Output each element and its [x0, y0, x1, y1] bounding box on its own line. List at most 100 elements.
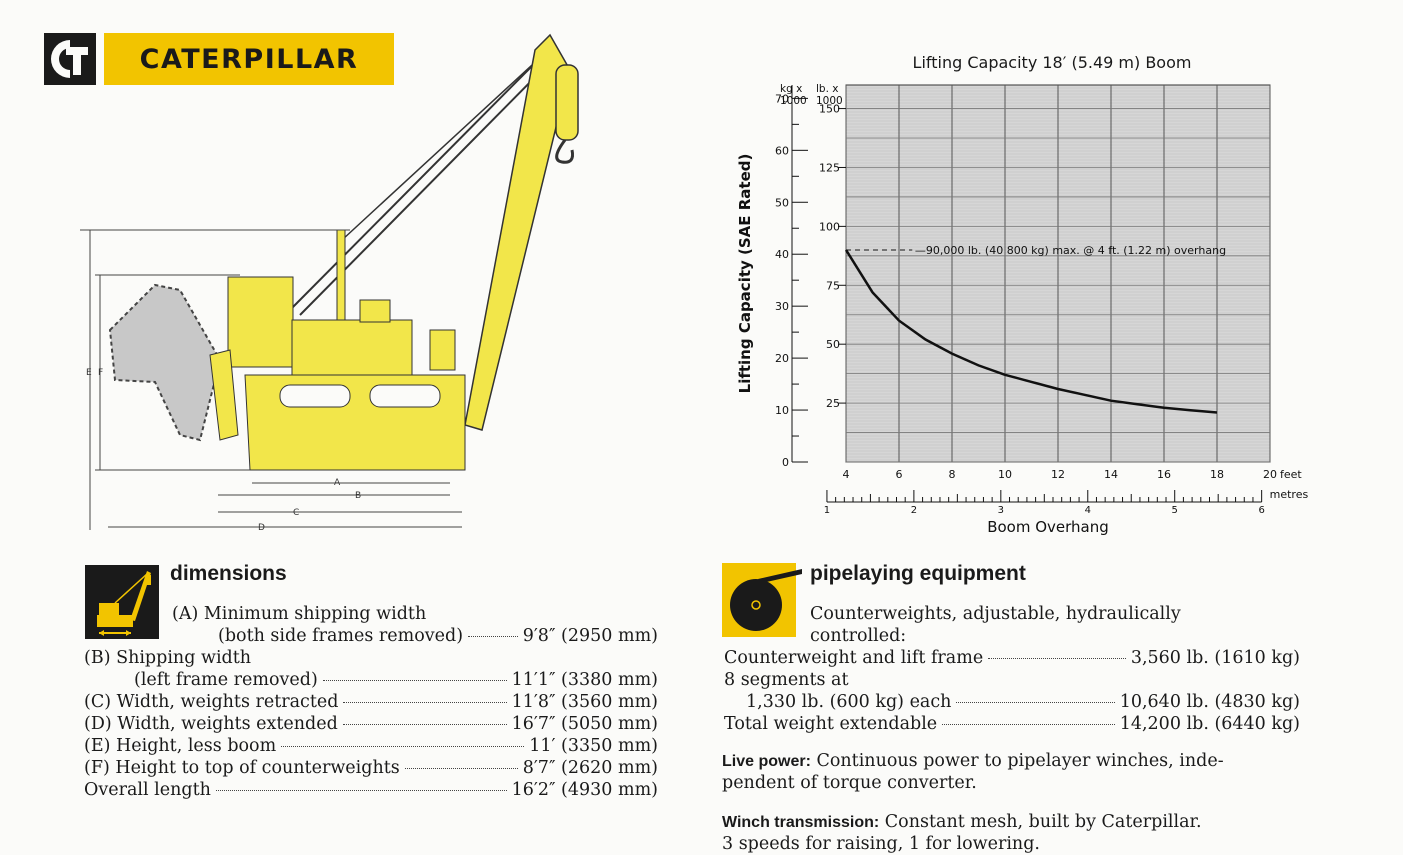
dimensions-title: dimensions: [170, 562, 287, 585]
total-weight-value: 14,200 lb. (6440 kg): [1119, 714, 1300, 734]
seat: [359, 299, 391, 323]
dim-b-row: (left frame removed)11′1″ (3380 mm): [134, 669, 658, 691]
boom: [464, 33, 571, 431]
overall-length-value: 16′2″ (4930 mm): [511, 780, 658, 800]
track-window-right: [369, 384, 441, 408]
dim-a-label: (A) Minimum shipping width: [172, 604, 427, 624]
metres-tick-label: 6: [1258, 505, 1264, 516]
lb-tick-label: 125: [819, 161, 840, 174]
dim-c-label: (C) Width, weights retracted: [84, 692, 339, 712]
dim-d-value: 16′7″ (5050 mm): [511, 714, 658, 734]
x-tick-label: 4: [843, 468, 850, 481]
dim-letter-e: E: [86, 368, 92, 378]
live-power-line-1: Live power: Continuous power to pipelaye…: [722, 750, 1224, 773]
counterweight-extended-outline: [108, 283, 222, 442]
kg-tick-label: 70: [775, 92, 789, 105]
exhaust-stack: [336, 229, 346, 321]
kg-header-line: 1000: [780, 95, 807, 107]
lb-tick-label: 50: [826, 338, 840, 351]
kg-tick-label: 0: [782, 456, 789, 469]
pipelaying-title: pipelaying equipment: [810, 562, 1026, 585]
leader-dots: [215, 790, 507, 791]
x-tick-label: 6: [896, 468, 903, 481]
dim-f-row: (F) Height to top of counterweights 8′7″ …: [84, 757, 658, 779]
hook-block: [555, 64, 579, 141]
dim-letter-d: D: [258, 523, 265, 533]
metres-tick-label: 5: [1172, 505, 1178, 516]
dim-letter-c: C: [293, 508, 299, 518]
x-axis-unit-feet: feet: [1280, 468, 1302, 481]
dim-a-value: 9′8″ (2950 mm): [522, 626, 658, 646]
leader-dots: [468, 636, 518, 637]
dimension-letters: A B C D E F: [86, 368, 361, 533]
dim-d-label: (D) Width, weights extended: [84, 714, 338, 734]
total-weight-row: Total weight extendable 14,200 lb. (6440 …: [724, 713, 1300, 735]
chart-grid: [845, 84, 1271, 463]
lb-header-line: 1000: [816, 95, 843, 107]
pipelaying-icon-box: [722, 563, 802, 637]
total-weight-label: Total weight extendable: [724, 714, 938, 734]
capacity-curve: [844, 249, 1218, 414]
lb-tick-label: 75: [826, 279, 840, 292]
segment-weight-row: 1,330 lb. (600 kg) each 10,640 lb. (4830 …: [746, 691, 1300, 713]
boom-cable-3: [341, 64, 533, 241]
kg-tick-label: 10: [775, 404, 789, 417]
winch-text-1: Constant mesh, built by Caterpillar.: [884, 812, 1202, 832]
boom-cable: [289, 57, 541, 311]
dim-f-value: 8′7″ (2620 mm): [522, 758, 658, 778]
track-window-left: [279, 384, 351, 408]
counterweight-retracted: [209, 349, 239, 441]
leader-dots: [343, 702, 507, 703]
metres-tick-label: 1: [824, 505, 830, 516]
leader-dots: [942, 724, 1115, 725]
dim-b-label: (B) Shipping width: [84, 648, 252, 668]
caterpillar-logo-mark: [44, 33, 96, 85]
live-power-text-1: Continuous power to pipelayer winches, i…: [816, 751, 1224, 771]
y-axis-label: Lifting Capacity (SAE Rated): [736, 154, 754, 394]
dim-f-label: (F) Height to top of counterweights: [84, 758, 400, 778]
kg-tick-label: 30: [775, 300, 789, 313]
lb-tick-label: 100: [819, 220, 840, 233]
kg-tick-label: 20: [775, 352, 789, 365]
metres-tick-label: 2: [911, 505, 917, 516]
counterweight-label: Counterweight and lift frame: [724, 648, 984, 668]
pipelaying-intro-1: Counterweights, adjustable, hydraulicall…: [810, 604, 1181, 624]
dim-a-cont: (both side frames removed): [218, 626, 464, 646]
x-tick-label: 16: [1157, 468, 1171, 481]
counterweight-value: 3,560 lb. (1610 kg): [1130, 648, 1300, 668]
dim-c-value: 11′8″ (3560 mm): [511, 692, 658, 712]
leader-dots: [956, 702, 1115, 703]
segment-weight-value: 10,640 lb. (4830 kg): [1119, 692, 1300, 712]
winch: [429, 329, 456, 371]
dim-e-value: 11′ (3350 mm): [529, 736, 658, 756]
x-tick-label: 20: [1263, 468, 1277, 481]
x-axis-label: Boom Overhang: [987, 518, 1109, 536]
segment-weight-label: 1,330 lb. (600 kg) each: [746, 692, 952, 712]
caterpillar-logo-wordmark: CATERPILLAR: [104, 33, 394, 85]
dim-b-cont: (left frame removed): [134, 670, 318, 690]
kg-header-line: kg x: [780, 83, 802, 95]
pipelaying-intro-2: controlled:: [810, 626, 907, 646]
winch-text-2: 3 speeds for raising, 1 for lowering.: [722, 834, 1040, 854]
overall-length-label: Overall length: [84, 780, 211, 800]
cable-drum-icon: [730, 569, 802, 631]
kg-tick-label: 40: [775, 248, 789, 261]
live-power-label: Live power:: [722, 753, 811, 770]
x-tick-label: 14: [1104, 468, 1118, 481]
dim-c-row: (C) Width, weights retracted 11′8″ (3560 …: [84, 691, 658, 713]
winch-label: Winch transmission:: [722, 814, 880, 831]
engine-housing: [227, 276, 294, 368]
dim-letter-a: A: [334, 478, 341, 488]
x-tick-label: 8: [949, 468, 956, 481]
winch-line-1: Winch transmission: Constant mesh, built…: [722, 811, 1202, 834]
metres-tick-label: 3: [998, 505, 1004, 516]
live-power-text-2: pendent of torque converter.: [722, 773, 977, 793]
x-tick-label: 12: [1051, 468, 1065, 481]
lifting-capacity-chart: Lifting Capacity 18′ (5.49 m) Boom 01020…: [736, 53, 1308, 536]
dim-letter-f: F: [98, 368, 103, 378]
annotation-text: —90,000 lb. (40 800 kg) max. @ 4 ft. (1.…: [915, 244, 1226, 257]
